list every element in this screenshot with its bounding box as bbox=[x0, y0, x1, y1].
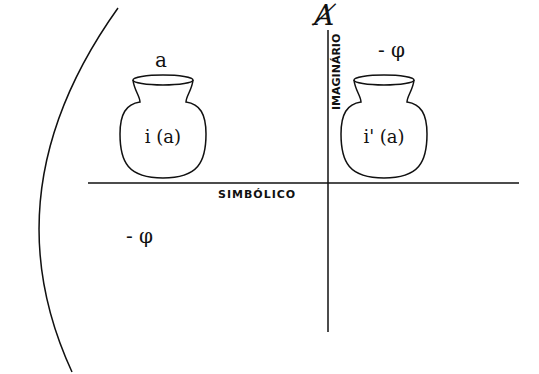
minus-phi-label: - φ bbox=[126, 226, 153, 246]
symbolic-axis-label: SIMBÓLICO bbox=[218, 189, 296, 200]
barred-a-symbol: Ⱥ bbox=[314, 2, 334, 30]
vase-shape: i (a) bbox=[118, 72, 208, 182]
vertical-axis bbox=[327, 30, 329, 332]
vase-shape: i' (a) bbox=[339, 72, 429, 182]
vase-label: i (a) bbox=[118, 126, 208, 147]
horizontal-axis bbox=[88, 182, 519, 184]
vase-label: i' (a) bbox=[339, 126, 429, 147]
object-a-label: a bbox=[155, 50, 167, 70]
mirror-arc bbox=[39, 8, 118, 372]
minus-phi-label: - φ bbox=[378, 40, 405, 60]
imaginary-axis-label: IMAGINÁRIO bbox=[331, 32, 342, 112]
